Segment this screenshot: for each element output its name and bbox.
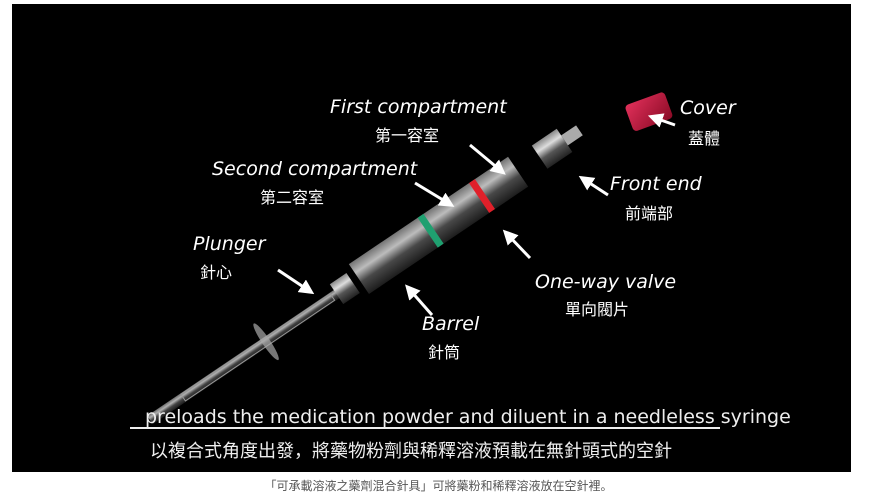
label-cover: Cover: [680, 97, 736, 119]
label-plunger-zh: 針心: [200, 263, 233, 282]
label-barrel-zh: 針筒: [428, 343, 461, 362]
label-cover-zh: 蓋體: [688, 129, 721, 148]
label-second-compartment: Second compartment: [212, 158, 418, 180]
label-first-compartment-zh: 第一容室: [375, 126, 440, 145]
label-second-compartment-zh: 第二容室: [260, 188, 325, 207]
label-plunger: Plunger: [193, 233, 266, 255]
subtitle-english: preloads the medication powder and dilue…: [145, 406, 791, 428]
label-one-way-valve: One-way valve: [535, 271, 677, 293]
cover: [625, 92, 673, 131]
label-barrel: Barrel: [422, 313, 480, 335]
green-ring: [417, 213, 444, 248]
front-end: [531, 125, 583, 169]
plunger: [147, 273, 360, 425]
subtitle-chinese: 以複合式角度出發，將藥物粉劑與稀釋溶液預載在無針頭式的空針: [150, 441, 672, 462]
label-first-compartment: First compartment: [330, 96, 507, 118]
syringe-drawing: [130, 92, 720, 429]
syringe-diagram-image: First compartment 第一容室 Second compartmen…: [12, 4, 851, 472]
red-ring-one-way-valve: [469, 179, 495, 213]
label-front-end-zh: 前端部: [625, 204, 674, 223]
label-one-way-valve-zh: 單向閥片: [565, 300, 630, 319]
image-caption: 「可承載溶液之藥劑混合針具」可將藥粉和稀釋溶液放在空針裡。: [264, 479, 613, 493]
barrel: [348, 156, 529, 295]
label-front-end: Front end: [610, 173, 702, 195]
arrows: [277, 113, 676, 316]
